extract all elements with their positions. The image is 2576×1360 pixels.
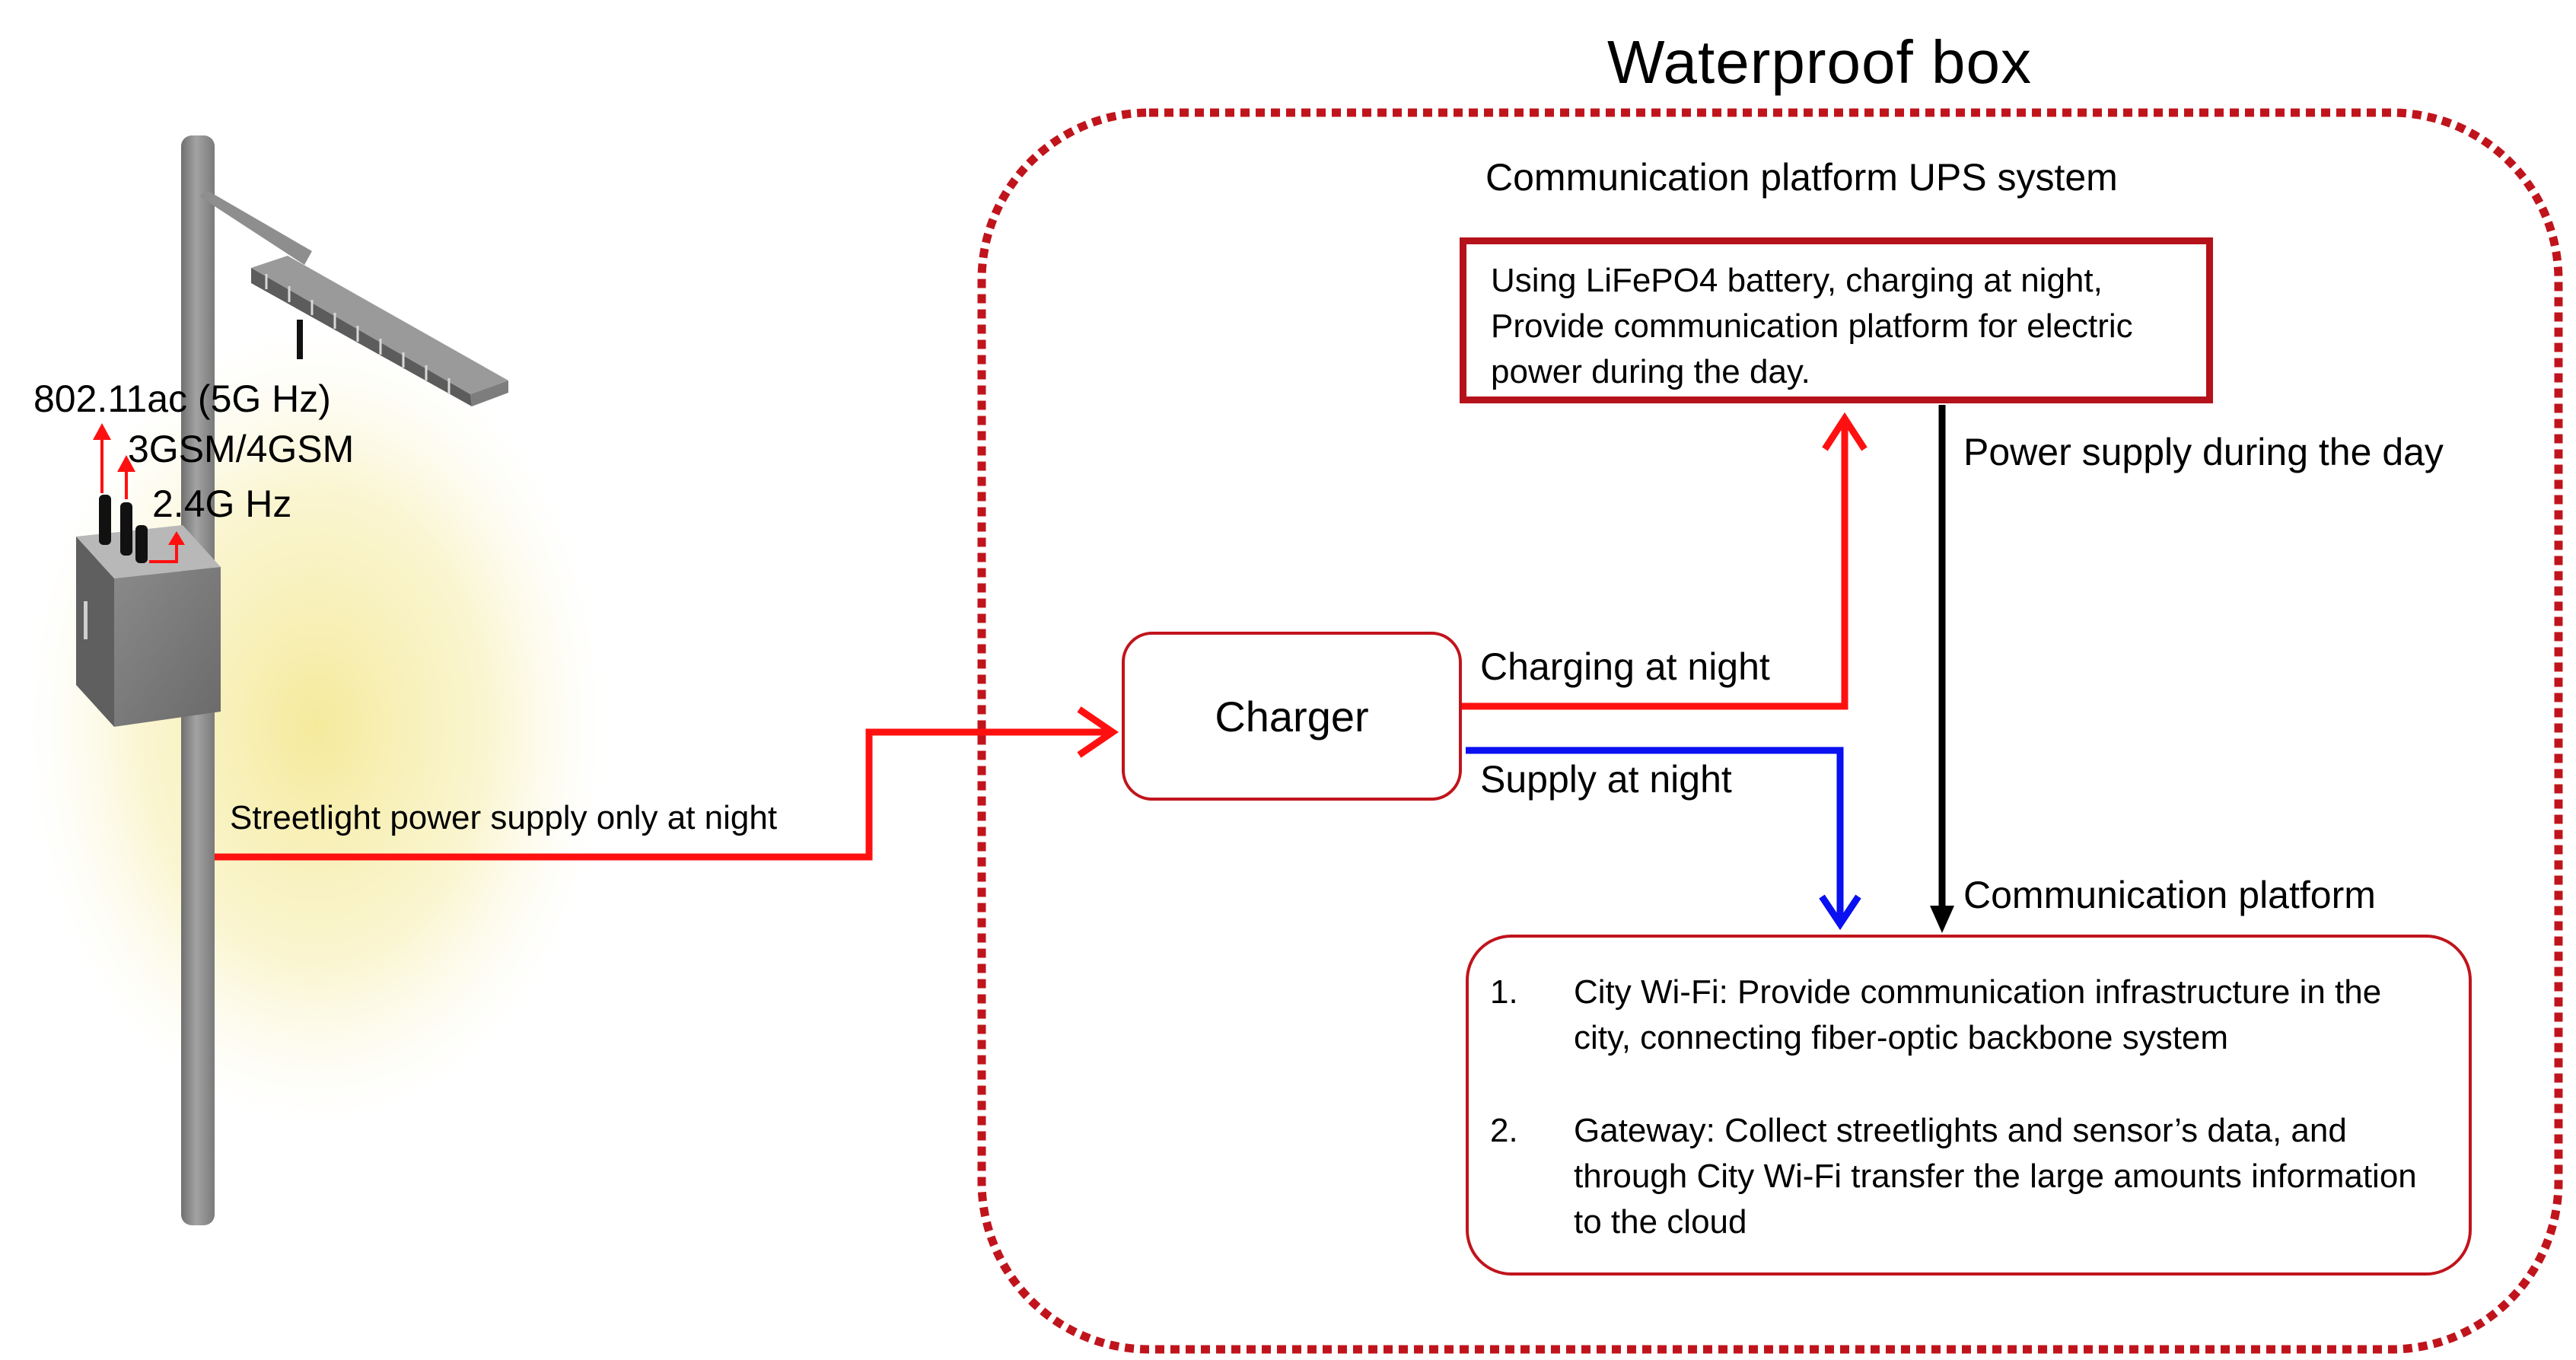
antenna-label-24g: 2.4G Hz [152,483,292,525]
antenna-label-5g: 802.11ac (5G Hz) [33,377,331,420]
ups-line-3: power during the day. [1491,353,1810,390]
streetlight-supply-arrow [215,728,1110,861]
waterproof-box-border [977,108,2563,1354]
power-supply-day-label: Power supply during the day [1963,431,2444,473]
comm-item: 1. City Wi-Fi: Provide communication inf… [1490,970,2441,1061]
charger-box: Charger [1122,632,1462,801]
supply-at-night-label: Supply at night [1480,758,1732,801]
comm-item-text: Gateway: Collect streetlights and sensor… [1574,1112,2417,1241]
antennas [99,495,148,563]
ups-box: Using LiFePO4 battery, charging at night… [1460,237,2213,403]
communication-platform-label: Communication platform [1963,874,2376,916]
waterproof-box-title: Waterproof box [1607,28,2032,96]
comm-item-number: 2. [1490,1112,1518,1149]
ups-line-2: Provide communication platform for elect… [1491,307,2133,345]
antenna-label-gsm: 3GSM/4GSM [128,428,355,470]
ups-line-1: Using LiFePO4 battery, charging at night… [1491,262,2103,299]
comm-item-text: City Wi-Fi: Provide communication infras… [1574,973,2382,1056]
comm-item-number: 1. [1490,973,1518,1011]
charger-label: Charger [1215,692,1369,741]
charging-at-night-label: Charging at night [1480,645,1770,688]
charging-at-night-arrow [1462,425,1848,710]
supply-at-night-arrow [1466,747,1844,921]
communication-platform-box: 1. City Wi-Fi: Provide communication inf… [1466,935,2472,1276]
streetlight-arm [199,190,312,265]
comm-item: 2. Gateway: Collect streetlights and sen… [1490,1108,2441,1245]
streetlight-supply-label: Streetlight power supply only at night [230,799,778,836]
equipment-box [76,525,221,727]
ups-heading: Communication platform UPS system [1485,156,2118,199]
lamp-head [251,256,508,406]
